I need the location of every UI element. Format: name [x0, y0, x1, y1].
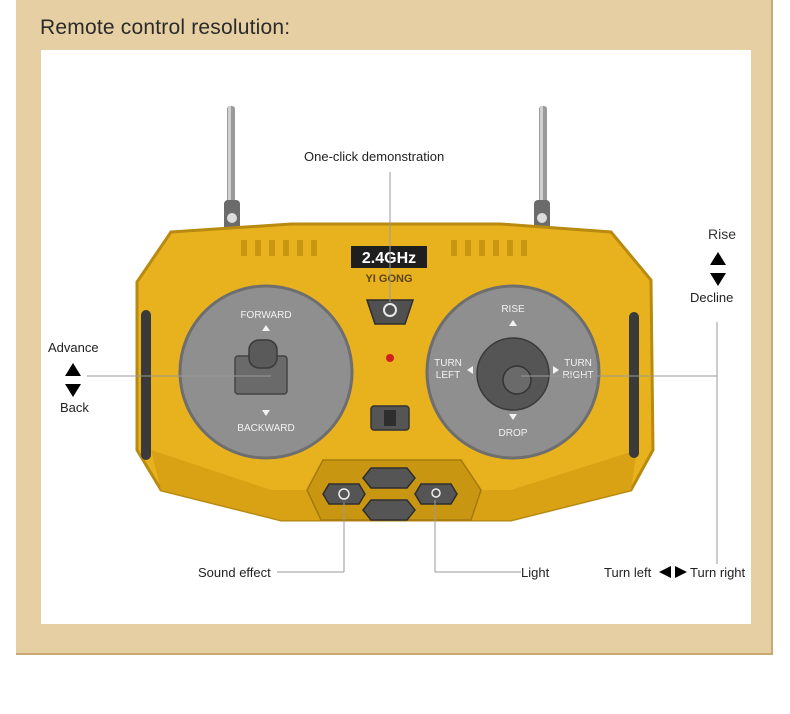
frequency-badge: 2.4GHz YI GONG: [351, 246, 427, 285]
callout-light: Light: [521, 565, 550, 580]
callout-lines: [87, 172, 718, 573]
right-stick-drop-label: DROP: [499, 428, 528, 439]
left-stick-forward-label: FORWARD: [240, 310, 291, 321]
right-antenna: [534, 106, 550, 236]
top-center-button[interactable]: [362, 467, 416, 489]
callout-rise: Rise: [708, 226, 737, 242]
turn-left-right-arrows-icon: [659, 566, 687, 578]
left-stick-backward-label: BACKWARD: [237, 423, 294, 434]
callout-back: Back: [60, 400, 89, 415]
remote-control-illustration: 2.4GHz YI GONG FORWARD BACKWARD RISE D: [87, 106, 718, 578]
advance-back-arrows-icon: [65, 363, 81, 397]
callout-turn-right: Turn right: [690, 565, 746, 580]
badge-frequency-text: 2.4GHz: [362, 250, 416, 267]
callout-one-click-demonstration: One-click demonstration: [304, 149, 445, 164]
badge-brand-text: YI GONG: [365, 273, 412, 285]
power-switch[interactable]: [370, 405, 410, 431]
callout-advance: Advance: [48, 340, 99, 355]
callout-turn-left: Turn left: [604, 565, 652, 580]
right-stick-turn-right-label-1: TURN: [564, 358, 592, 369]
light-button[interactable]: [414, 483, 458, 505]
callout-sound-effect: Sound effect: [198, 565, 271, 580]
bottom-button-pad: [306, 459, 482, 521]
power-led: [386, 354, 394, 362]
left-antenna: [224, 106, 240, 236]
page-title: Remote control resolution:: [40, 16, 291, 39]
rise-decline-arrows-icon: [710, 252, 726, 286]
product-illustration-panel: 2.4GHz YI GONG FORWARD BACKWARD RISE D: [41, 50, 751, 624]
callout-decline: Decline: [690, 290, 734, 305]
right-stick-turn-left-label-2: LEFT: [436, 370, 460, 381]
right-joystick[interactable]: RISE DROP TURN LEFT TURN RIGHT: [425, 284, 601, 460]
sound-effect-button[interactable]: [322, 483, 366, 505]
right-stick-turn-left-label-1: TURN: [434, 358, 462, 369]
left-joystick[interactable]: FORWARD BACKWARD: [178, 284, 354, 460]
demo-button[interactable]: [365, 299, 415, 325]
bottom-center-button[interactable]: [362, 499, 416, 521]
right-stick-rise-label: RISE: [501, 304, 525, 315]
